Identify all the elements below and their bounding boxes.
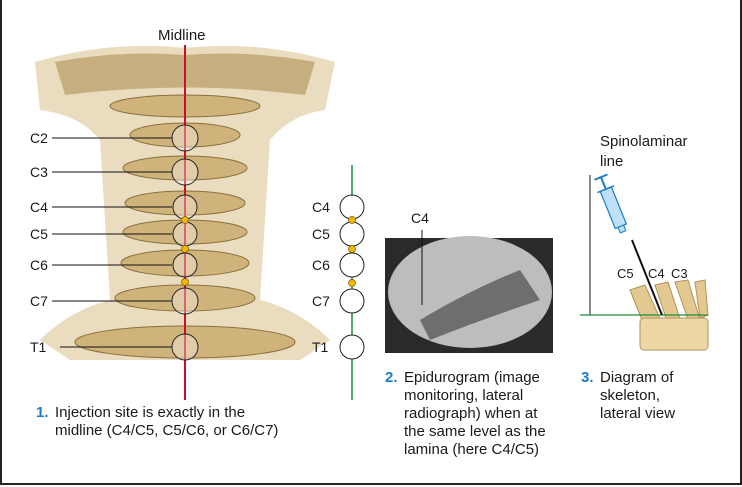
level-label-c6: C6 [30, 257, 48, 273]
schematic-label-c7: C7 [312, 293, 330, 309]
caption-2-line: Epidurogram (image [404, 369, 540, 386]
caption-3-line: lateral view [600, 405, 676, 422]
level-label-c7: C7 [30, 293, 48, 309]
caption-3: 3. Diagram of skeleton, lateral view [581, 369, 676, 423]
caption-2-line: monitoring, lateral [404, 387, 524, 404]
needle [631, 239, 663, 316]
schematic-label-c6: C6 [312, 257, 330, 273]
level-label-c2: C2 [30, 130, 48, 146]
caption-2-line: radiograph) when at [404, 405, 538, 422]
level-label-t1: T1 [30, 339, 47, 355]
xray-image [385, 230, 553, 353]
caption-1: 1. Injection site is exactly in the midl… [36, 404, 279, 440]
caption-2-line: the same level as the [404, 423, 546, 440]
caption-3-line: skeleton, [600, 387, 661, 404]
schematic-label-c5: C5 [312, 226, 330, 242]
caption-1-number: 1. [36, 404, 49, 421]
caption-2-line: lamina (here C4/C5) [404, 441, 540, 458]
level-label-c3: C3 [30, 164, 48, 180]
caption-2: 2. Epidurogram (image monitoring, latera… [385, 369, 546, 459]
skeleton-label-c3: C3 [671, 266, 688, 281]
caption-3-number: 3. [581, 369, 594, 386]
syringe-icon [594, 173, 628, 234]
xray-label-c4: C4 [411, 210, 429, 226]
caption-2-number: 2. [385, 369, 398, 386]
spinolaminar-line-1: Spinolaminar [600, 133, 688, 150]
schematic-label-c4: C4 [312, 199, 330, 215]
spinolaminar-label: Spinolaminar line [600, 132, 688, 172]
caption-1-line: Injection site is exactly in the [55, 404, 246, 421]
skeleton-lateral-diagram [580, 173, 709, 351]
caption-1-line: midline (C4/C5, C5/C6, or C6/C7) [55, 422, 279, 439]
schematic-label-t1: T1 [312, 339, 329, 355]
spinolaminar-line-2: line [600, 153, 624, 170]
skeleton-label-c5: C5 [617, 266, 634, 281]
skeleton-label-c4: C4 [648, 266, 665, 281]
level-label-c4: C4 [30, 199, 48, 215]
caption-3-line: Diagram of [600, 369, 674, 386]
midline-label: Midline [158, 27, 206, 44]
level-label-c5: C5 [30, 226, 48, 242]
